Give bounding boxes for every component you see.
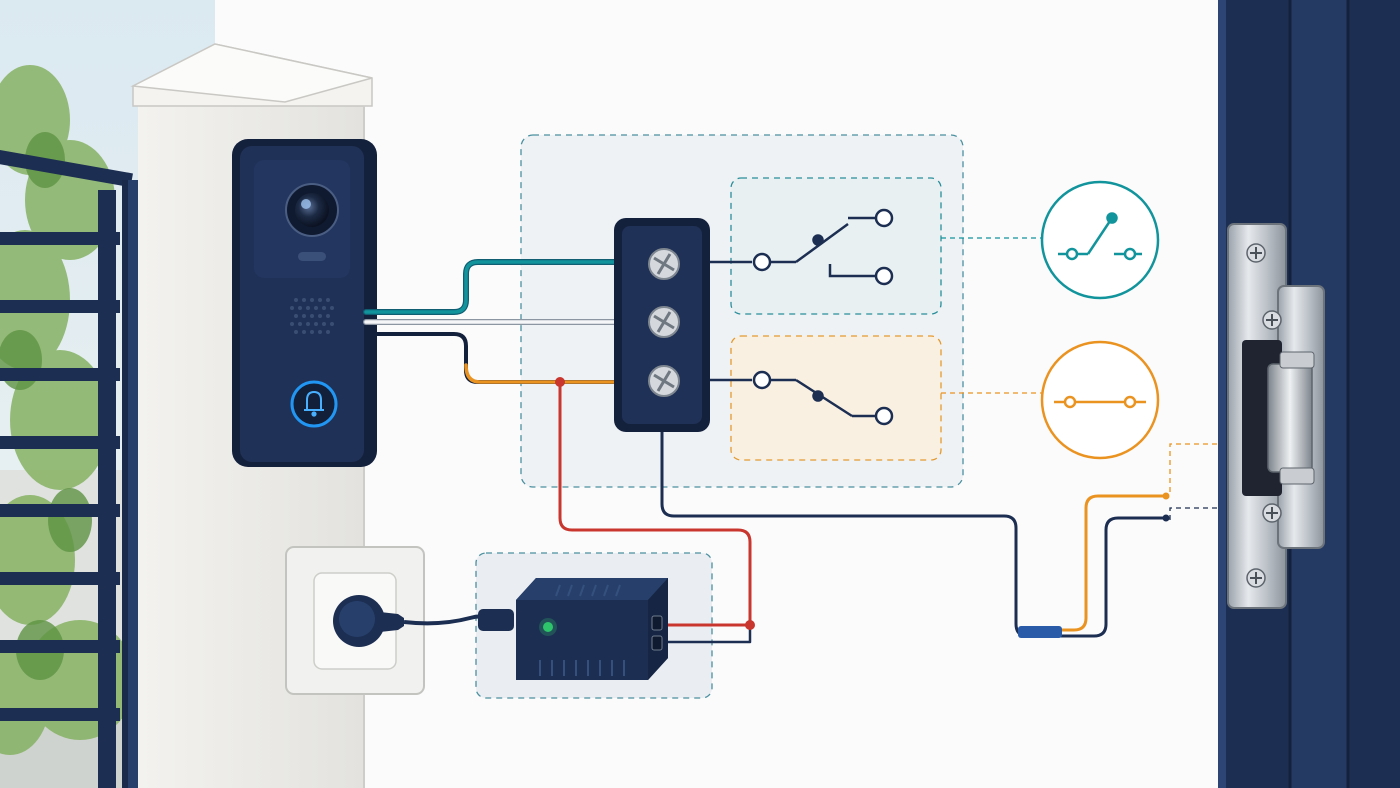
screw-terminal-icon <box>648 365 680 397</box>
switch-open-icon <box>710 208 894 286</box>
nc-contact-box <box>730 335 942 461</box>
switch-closed-icon <box>710 370 894 426</box>
terminal-block[interactable] <box>614 218 710 432</box>
speaker-grille-icon <box>290 298 334 334</box>
camera-lens-icon <box>285 183 339 237</box>
switch-closed-icon <box>1054 395 1146 409</box>
leader-lines <box>941 237 1228 520</box>
bell-button[interactable] <box>290 380 338 428</box>
screw-icon <box>1262 310 1282 330</box>
screw-icon <box>1262 503 1282 523</box>
no-contact-box <box>730 177 942 315</box>
screw-icon <box>1246 568 1266 588</box>
switch-open-icon <box>1058 212 1142 261</box>
red-junction-dot <box>745 620 755 630</box>
navy-junction-dot <box>1162 514 1170 522</box>
orange-junction-dot <box>1162 492 1170 500</box>
screw-icon <box>1246 243 1266 263</box>
screw-terminal-icon <box>648 306 680 338</box>
door-strike-icon[interactable] <box>1227 223 1325 609</box>
bell-icon <box>304 390 324 417</box>
plug-icon[interactable] <box>333 595 497 647</box>
wires <box>363 259 1168 644</box>
screw-terminal-icon <box>648 248 680 280</box>
no-switch-callout <box>1040 180 1160 300</box>
power-adapter-icon[interactable] <box>478 578 668 680</box>
nc-switch-callout <box>1040 340 1160 460</box>
red-junction-dot <box>555 377 565 387</box>
status-led <box>543 622 553 632</box>
video-doorbell[interactable] <box>232 139 377 467</box>
